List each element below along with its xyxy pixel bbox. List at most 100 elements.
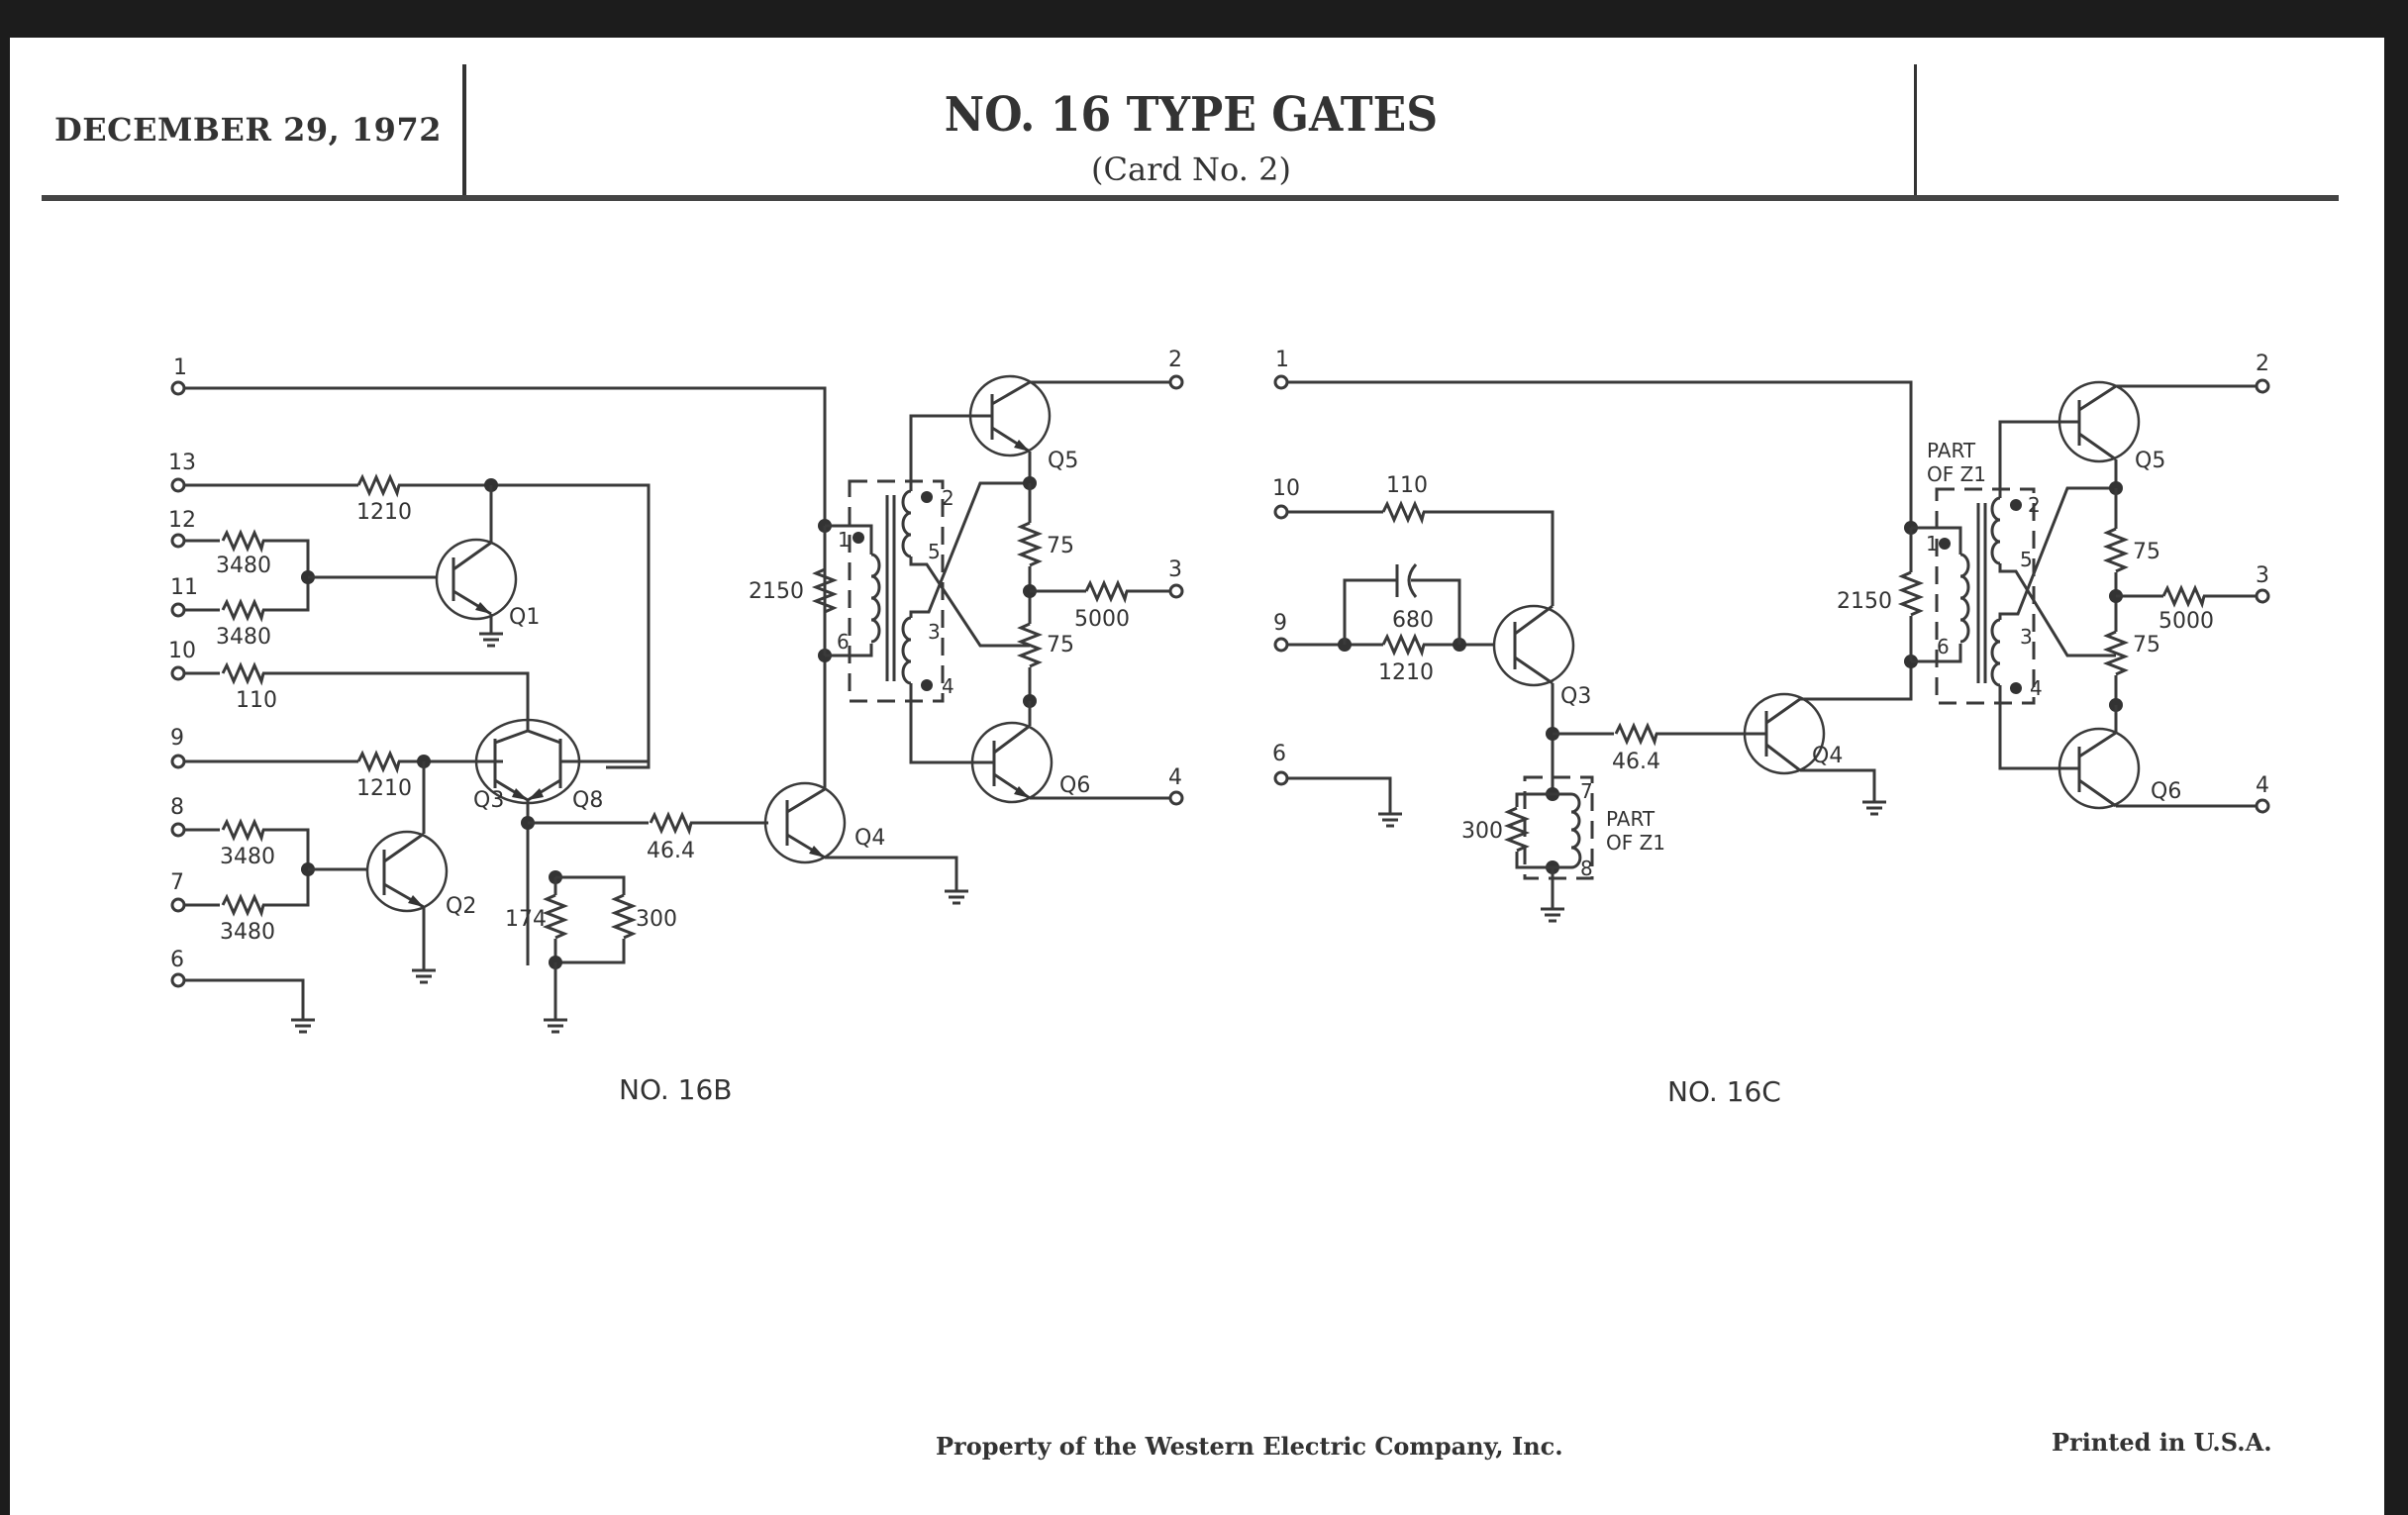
resistor-1210 [356, 475, 401, 495]
transistor-label: Q6 [1059, 773, 1090, 798]
resistor-label: 110 [1386, 473, 1428, 498]
transformer-enclosure [848, 479, 945, 703]
resistor-label: 2150 [1837, 589, 1892, 614]
capacitor-label: 680 [1392, 608, 1434, 633]
terminal-1 [1273, 374, 1289, 390]
resistor-label: 5000 [2158, 609, 2214, 634]
resistor-label: 3480 [216, 625, 271, 650]
transistor-q2: Q2 [365, 830, 476, 984]
terminal-label: 11 [170, 575, 198, 600]
card-subtitle: (Card No. 2) [1091, 151, 1291, 188]
resistor-label: 1210 [356, 776, 412, 801]
resistor-label: 2150 [749, 579, 804, 604]
transistor-label: Q5 [1048, 449, 1078, 473]
terminal-label: 13 [168, 451, 196, 475]
resistor-label: 300 [1461, 819, 1503, 844]
transistor-label: Q3 [1560, 684, 1591, 709]
terminal-2 [2255, 378, 2270, 394]
header-rule [42, 195, 2339, 201]
transistor-label: Q1 [509, 605, 540, 630]
resistor-label: 1210 [1378, 660, 1434, 685]
circuit-caption-16b: NO. 16B [619, 1073, 733, 1106]
capacitor-680 [1395, 563, 1418, 598]
transistor-q4: Q4 [1727, 659, 1913, 816]
terminal-8 [170, 822, 186, 838]
resistor-label: 110 [236, 688, 277, 713]
resistor-label: 46.4 [647, 839, 695, 863]
card-date: DECEMBER 29, 1972 [54, 111, 442, 149]
resistor-label: 75 [2133, 633, 2160, 657]
terminal-4 [1168, 790, 1184, 806]
pin-label: 4 [2030, 676, 2043, 700]
resistor-label: 75 [2133, 540, 2160, 564]
terminal-label: 2 [2256, 352, 2269, 376]
resistor-label: 5000 [1074, 607, 1130, 632]
transistor-label: Q5 [2135, 449, 2165, 473]
terminal-1 [170, 380, 186, 396]
terminal-label: 3 [2256, 563, 2269, 588]
terminal-11 [170, 602, 186, 618]
resistor-label: 174 [505, 907, 547, 932]
pin-label: 1 [838, 528, 851, 552]
pin-label: 2 [942, 486, 954, 510]
pin-label: 5 [928, 540, 941, 563]
terminal-label: 4 [1168, 765, 1182, 790]
terminal-label: 7 [170, 870, 184, 895]
terminal-label: 10 [168, 639, 196, 663]
terminal-label: 1 [1275, 348, 1289, 372]
schematic-card [10, 38, 2384, 1515]
terminal-label: 10 [1272, 476, 1300, 501]
resistor-label: 75 [1047, 633, 1074, 657]
part-label: PART [1927, 439, 1976, 462]
terminal-10 [170, 665, 186, 681]
part-label: OF Z1 [1927, 462, 1986, 486]
pin-label: 3 [928, 620, 941, 644]
transistor-q3: Q3 [1492, 604, 1591, 794]
terminal-label: 4 [2256, 773, 2269, 798]
pin-label: 6 [1937, 635, 1950, 658]
terminal-9 [170, 754, 186, 769]
terminal-12 [170, 533, 186, 549]
part-label: OF Z1 [1606, 831, 1665, 855]
terminal-10 [1273, 504, 1289, 520]
property-notice: Property of the Western Electric Company… [936, 1432, 1563, 1461]
transistor-q6: Q6 [2057, 727, 2258, 810]
terminal-label: 1 [173, 355, 187, 380]
pin-label: 6 [837, 630, 850, 654]
terminal-4 [2255, 798, 2270, 814]
terminal-label: 6 [1272, 742, 1286, 766]
pin-label: 7 [1580, 779, 1593, 803]
transistor-label: Q4 [854, 826, 885, 851]
terminal-7 [170, 897, 186, 913]
header-divider-left [462, 64, 466, 199]
terminal-label: 3 [1168, 557, 1182, 582]
pin-label: 8 [1580, 857, 1593, 880]
circuit-caption-16c: NO. 16C [1667, 1075, 1781, 1108]
transistor-q3-q8: Q3 Q8 [473, 718, 649, 813]
resistor-label: 75 [1047, 534, 1074, 558]
terminal-6 [170, 972, 186, 988]
resistor-label: 3480 [220, 920, 275, 945]
pin-label: 4 [942, 674, 954, 698]
pin-label: 5 [2020, 548, 2033, 571]
pin-label: 3 [2020, 625, 2033, 649]
resistor-label: 1210 [356, 500, 412, 525]
header-divider-right [1914, 64, 1917, 195]
terminal-2 [1168, 374, 1184, 390]
transistor-label: Q6 [2151, 779, 2181, 804]
terminal-label: 9 [1273, 611, 1287, 636]
transistor-label: Q2 [446, 894, 476, 919]
circuit-16b: 1 13 1210 Q1 12 3480 11 3480 [168, 348, 1184, 1106]
resistor-label: 3480 [220, 845, 275, 869]
transistor-q6: Q6 [968, 721, 1171, 804]
terminal-3 [1168, 583, 1184, 599]
transistor-label: Q8 [572, 788, 603, 813]
transistor-label: Q3 [473, 788, 504, 813]
terminal-3 [2255, 588, 2270, 604]
terminal-label: 2 [1168, 348, 1182, 372]
transformer-enclosure [1935, 487, 2036, 705]
terminal-6 [1273, 770, 1289, 786]
transistor-q5: Q5 [2057, 380, 2258, 488]
terminal-label: 12 [168, 508, 196, 533]
